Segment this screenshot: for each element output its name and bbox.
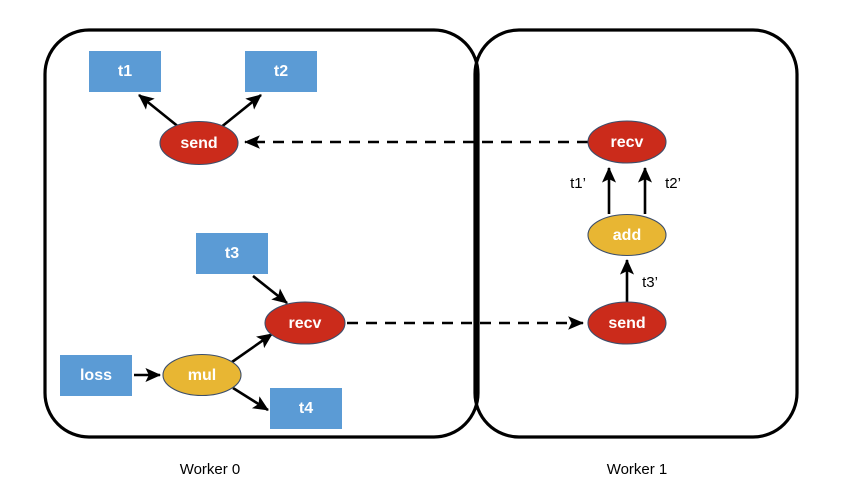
node-t1-shape: [89, 51, 161, 92]
node-add[interactable]: add: [587, 213, 667, 257]
node-send-worker1[interactable]: send: [587, 301, 667, 345]
node-send-worker1-label: send: [608, 315, 645, 332]
node-send-worker0-shape: [159, 120, 239, 166]
edge-label-t3-prime: t3’: [642, 274, 658, 291]
node-loss-shape: [60, 355, 132, 396]
edge-t3-to-recv0: [252, 274, 288, 305]
node-recv-worker0-label: recv: [289, 315, 322, 332]
node-send-worker0-label: send: [180, 135, 217, 152]
node-t2[interactable]: t2: [245, 51, 317, 92]
node-t1[interactable]: t1: [89, 51, 161, 92]
node-send-worker0[interactable]: send: [159, 120, 239, 166]
node-recv-worker1-label: recv: [611, 134, 644, 151]
node-mul-label: mul: [188, 367, 216, 384]
worker1-caption: Worker 1: [607, 461, 668, 478]
node-t3-label: t3: [225, 245, 239, 262]
worker0-caption: Worker 0: [180, 461, 241, 478]
node-t4[interactable]: t4: [270, 388, 342, 429]
node-t4-shape: [270, 388, 342, 429]
node-add-shape: [587, 213, 667, 257]
worker1-panel: [473, 28, 799, 439]
node-t3-shape: [196, 233, 268, 274]
node-t3[interactable]: t3: [196, 233, 268, 274]
node-t2-label: t2: [274, 63, 288, 80]
edge-send0-to-t2: [219, 93, 262, 130]
node-recv-worker0-shape: [264, 301, 346, 345]
edge-mul-to-t4: [232, 386, 269, 412]
edge-send0-to-t1: [138, 93, 181, 130]
node-add-label: add: [613, 227, 641, 244]
node-t2-shape: [245, 51, 317, 92]
edge-label-t1-prime: t1’: [570, 175, 586, 192]
node-t4-label: t4: [299, 400, 313, 417]
node-send-worker1-shape: [587, 301, 667, 345]
node-loss[interactable]: loss: [60, 355, 132, 396]
node-recv-worker1-shape: [587, 120, 667, 164]
node-recv-worker1[interactable]: recv: [587, 120, 667, 164]
node-mul[interactable]: mul: [162, 353, 242, 397]
edge-mul-to-recv0: [231, 332, 273, 364]
worker0-panel: [43, 28, 480, 439]
node-mul-shape: [162, 353, 242, 397]
node-recv-worker0[interactable]: recv: [264, 301, 346, 345]
edge-label-t2-prime: t2’: [665, 175, 681, 192]
node-loss-label: loss: [80, 367, 112, 384]
node-t1-label: t1: [118, 63, 132, 80]
